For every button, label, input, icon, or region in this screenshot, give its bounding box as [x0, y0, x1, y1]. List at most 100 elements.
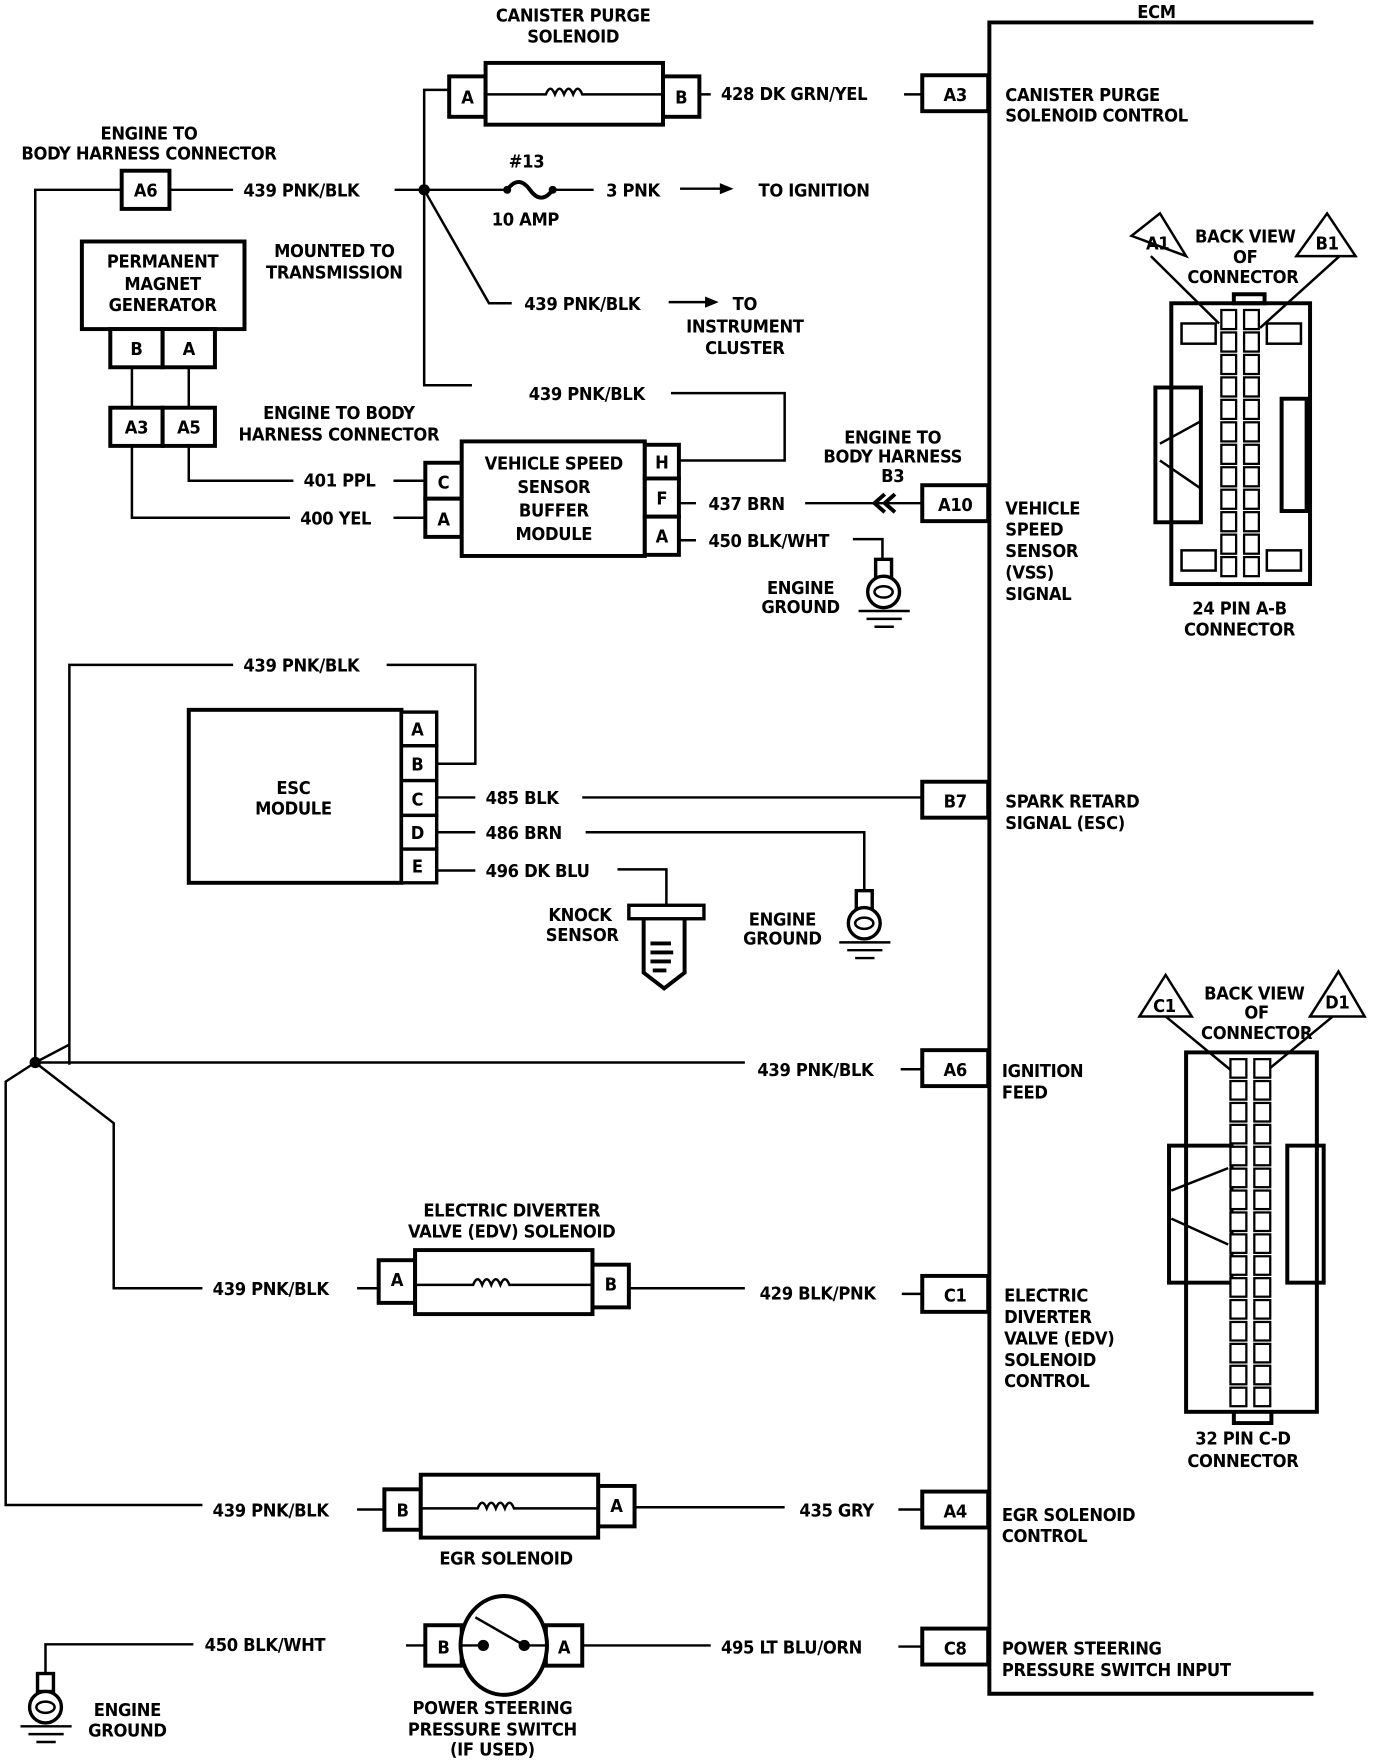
to-cluster-label-3: CLUSTER	[705, 338, 785, 359]
ground-label-2-ps: GROUND	[88, 1721, 166, 1742]
ecm-outline	[987, 20, 1314, 1696]
callout-d1: D1	[1325, 993, 1349, 1014]
connector-pin-cavity	[1242, 555, 1261, 578]
wire-435-label: 435 GRY	[799, 1500, 874, 1521]
harness-connector-top[interactable]: ENGINE TO BODY HARNESS CONNECTOR A6	[21, 123, 278, 211]
vss-label-1: VEHICLE SPEED	[485, 454, 623, 475]
wire-439-main-left	[34, 188, 122, 1065]
connector-pin-cavity	[1253, 1145, 1272, 1167]
connector-pin-cavity	[1242, 488, 1261, 510]
esc-pin-e: E	[412, 857, 423, 878]
wire-428-label: 428 DK GRN/YEL	[721, 84, 867, 105]
fuse-rating: 10 AMP	[492, 210, 560, 231]
esc-module[interactable]: ESC MODULE A B C D E	[186, 707, 439, 885]
cd-callout-1: BACK VIEW	[1204, 984, 1305, 1005]
ecm-pin-a10[interactable]: A10 VEHICLE SPEED SENSOR (VSS) SIGNAL	[920, 483, 1080, 605]
connector-pin-cavity	[1220, 533, 1238, 555]
ecm-pin-a10-desc-5: SIGNAL	[1005, 584, 1071, 605]
ecm-pin-c1-desc-2: DIVERTER	[1004, 1307, 1092, 1328]
ground-label-1-esc: ENGINE	[749, 910, 816, 931]
ecm-pin-b7-label: B7	[944, 792, 967, 813]
ecm-pin-c1-desc-4: SOLENOID	[1004, 1350, 1096, 1371]
harness-mid-label-1: ENGINE TO BODY	[263, 403, 415, 424]
pmg-note-2: TRANSMISSION	[266, 263, 403, 284]
ecm-pin-a3-label: A3	[944, 85, 967, 106]
ecm-pin-a4[interactable]: A4 EGR SOLENOID CONTROL	[920, 1489, 1136, 1548]
harness-connector-mid[interactable]: A3 A5 ENGINE TO BODY HARNESS CONNECTOR	[108, 403, 440, 448]
wire-439-cluster	[423, 189, 512, 305]
edv-pin-b: B	[605, 1275, 617, 1296]
connector-24pin-ab: A1 B1 BACK VIEW OF CONNECTOR 24 PIN A-B …	[1129, 211, 1358, 641]
knock-label-1: KNOCK	[548, 905, 613, 926]
vss-label-2: SENSOR	[517, 477, 591, 498]
esc-pin-a: A	[411, 720, 424, 741]
fuse-13: #13 10 AMP	[492, 151, 560, 230]
coil-icon	[485, 87, 663, 98]
ecm-pin-b7[interactable]: B7 SPARK RETARD SIGNAL (ESC)	[920, 779, 1140, 834]
esc-pin-d: D	[411, 823, 424, 844]
connector-pin-cavity	[1220, 331, 1238, 353]
power-steering-pressure-switch[interactable]: B A POWER STEERING PRESSURE SWITCH (IF U…	[408, 1594, 585, 1760]
edv-solenoid[interactable]: ELECTRIC DIVERTER VALVE (EDV) SOLENOID A…	[376, 1200, 631, 1317]
harness-top-pin-a6: A6	[134, 181, 157, 202]
ground-label-2-vss: GROUND	[761, 597, 839, 618]
connector-pin-cavity	[1253, 1058, 1272, 1079]
ecm-pin-c1-label: C1	[944, 1286, 967, 1307]
wire-486-label: 486 BRN	[486, 823, 562, 844]
cd-caption-2: CONNECTOR	[1187, 1451, 1299, 1472]
connector-pin-cavity	[1229, 1145, 1248, 1167]
connector-pin-cavity	[1242, 511, 1261, 533]
egr-label: EGR SOLENOID	[439, 1549, 572, 1570]
connector-pin-cavity	[1220, 421, 1238, 443]
to-ignition-label: TO IGNITION	[759, 181, 870, 202]
ecm-title: ECM	[1137, 2, 1175, 23]
connector-pin-cavity	[1229, 1277, 1248, 1298]
connector-pin-cavity	[1253, 1079, 1272, 1101]
esc-pin-b: B	[411, 755, 423, 776]
ecm-pin-a4-desc-1: EGR SOLENOID	[1002, 1505, 1135, 1526]
connector-pin-cavity	[1242, 421, 1261, 443]
wire-496-label: 496 DK BLU	[486, 861, 590, 882]
ecm-pin-a10-desc-2: SPEED	[1005, 520, 1063, 541]
wire-401-label: 401 PPL	[304, 470, 376, 491]
egr-solenoid[interactable]: B A EGR SOLENOID	[382, 1472, 637, 1570]
connector-pin-cavity	[1242, 308, 1261, 331]
callout-triangle-d1	[1307, 969, 1367, 1018]
connector-pin-cavity	[1220, 466, 1238, 488]
canister-purge-label-2: SOLENOID	[527, 27, 619, 48]
cd-pin-grid	[1229, 1058, 1272, 1408]
ecm-pin-c1-desc-5: CONTROL	[1004, 1371, 1089, 1392]
wire-485-label: 485 BLK	[486, 788, 561, 809]
ecm-pin-c1[interactable]: C1 ELECTRIC DIVERTER VALVE (EDV) SOLENOI…	[920, 1273, 1115, 1392]
edv-label-2: VALVE (EDV) SOLENOID	[408, 1222, 615, 1243]
connector-pin-cavity	[1242, 443, 1261, 465]
harness-top-label-1: ENGINE TO	[100, 123, 197, 144]
wire-439-cluster-label: 439 PNK/BLK	[524, 294, 642, 315]
canister-purge-pin-b: B	[675, 87, 687, 108]
connector-pin-cavity	[1229, 1298, 1248, 1320]
wire-439-edv-label: 439 PNK/BLK	[213, 1279, 331, 1300]
connector-pin-cavity	[1220, 511, 1238, 533]
connector-pin-cavity	[1242, 398, 1261, 421]
ecm-pin-b7-desc-1: SPARK RETARD	[1005, 792, 1139, 813]
to-cluster-label-2: INSTRUMENT	[686, 317, 804, 338]
ecm-pin-a6[interactable]: A6 IGNITION FEED	[920, 1048, 1084, 1103]
ecm-pin-c8[interactable]: C8 POWER STEERING PRESSURE SWITCH INPUT	[920, 1626, 1231, 1681]
ecm-pin-a4-desc-2: CONTROL	[1002, 1526, 1087, 1547]
permanent-magnet-generator[interactable]: PERMANENT MAGNET GENERATOR B A	[79, 239, 247, 370]
harness-b3-label-3: B3	[881, 466, 904, 487]
ecm-pin-a6-label: A6	[944, 1060, 967, 1081]
ecm-block: ECM	[987, 2, 1314, 1696]
connector-pin-cavity	[1242, 466, 1261, 488]
ecm-pin-a3[interactable]: A3 CANISTER PURGE SOLENOID CONTROL	[920, 73, 1188, 126]
vss-pin-f: F	[656, 488, 667, 509]
vss-pin-a-left: A	[437, 510, 450, 531]
connector-pin-cavity	[1229, 1255, 1248, 1276]
connector-pin-cavity	[1229, 1320, 1248, 1342]
connector-pin-cavity	[1253, 1167, 1272, 1189]
connector-pin-cavity	[1253, 1298, 1272, 1320]
vss-buffer-module[interactable]: C A H F A VEHICLE SPEED SENSOR BUFFER MO…	[423, 439, 681, 558]
canister-purge-solenoid[interactable]: CANISTER PURGE SOLENOID A B	[447, 5, 702, 127]
engine-ground-icon	[858, 557, 910, 628]
wire-3-label: 3 PNK	[606, 181, 661, 202]
